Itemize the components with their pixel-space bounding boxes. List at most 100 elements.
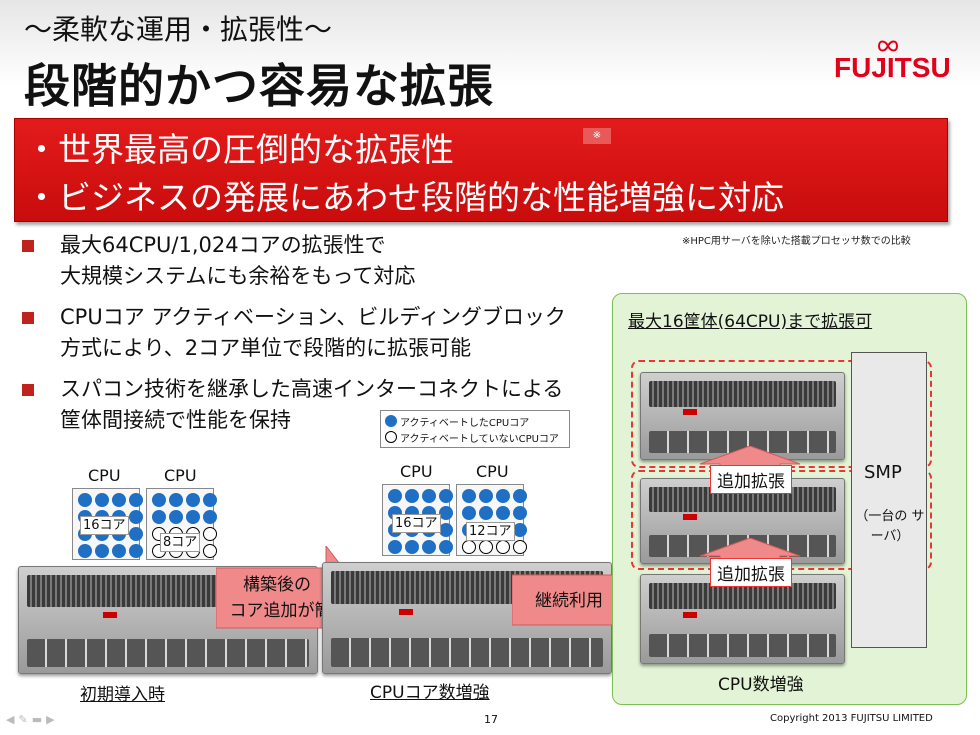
add-expansion-tag: 追加拡張 (710, 558, 792, 587)
activated-core-icon (479, 489, 493, 503)
menu-icon[interactable]: ▬ (31, 713, 47, 726)
bullet-text-line: 方式により、2コア単位で段階的に拡張可能 (60, 336, 472, 360)
bullet-text-line: 最大64CPU/1,024コアの拡張性で (60, 233, 386, 257)
infinity-icon (878, 40, 898, 52)
cpu-label: CPU (164, 466, 197, 485)
bullet-text-line: CPUコア アクティベーション、ビルディングブロック (60, 305, 566, 329)
stage2-caption: CPUコア数増強 (370, 683, 490, 703)
smp-title: SMP (864, 462, 902, 483)
stage1-caption: 初期導入時 (80, 685, 165, 705)
activated-core-icon (422, 540, 436, 554)
core-count-tag: 8コア (160, 533, 201, 552)
server-unit (640, 372, 845, 460)
activated-core-icon (388, 540, 402, 554)
expansion-title: 最大16筐体(64CPU)まで拡張可 (628, 312, 873, 332)
server-unit (640, 574, 845, 664)
bullet-item: 最大64CPU/1,024コアの拡張性で 大規模システムにも余裕をもって対応 (22, 230, 612, 292)
bullet-square-icon (22, 312, 34, 324)
copyright: Copyright 2013 FUJITSU LIMITED (770, 713, 933, 724)
activated-core-icon (129, 544, 143, 558)
cpu-core-grid (456, 484, 527, 556)
activated-core-icon (496, 489, 510, 503)
slide-title: 段階的かつ容易な拡張 (24, 59, 494, 113)
activated-core-icon (186, 510, 200, 524)
footnote: ※HPC用サーバを除いた搭載プロセッサ数での比較 (682, 236, 911, 247)
cpu-label: CPU (400, 462, 433, 481)
activated-core-icon (405, 540, 419, 554)
activated-core-icon (78, 493, 92, 507)
empty-core-icon (385, 431, 397, 443)
core-count-tag: 16コア (392, 514, 441, 533)
activated-core-icon (388, 489, 402, 503)
banner-note-mark: ※ (583, 128, 611, 144)
header-band (0, 0, 980, 122)
activated-core-icon (439, 489, 453, 503)
smp-box (851, 352, 927, 648)
inactive-core-icon (496, 540, 510, 554)
legend-label: アクティベートしたCPUコア (400, 417, 530, 429)
bullet-text-line: 筐体間接続で性能を保持 (60, 408, 291, 432)
pen-icon[interactable]: ✎ (18, 713, 32, 726)
filled-core-icon (385, 415, 397, 427)
activated-core-icon (129, 493, 143, 507)
core-count-tag: 12コア (466, 522, 515, 541)
bullet-text-line: 大規模システムにも余裕をもって対応 (60, 264, 416, 288)
bullet-item: スパコン技術を継承した高速インターコネクトによる 筐体間接続で性能を保持 (22, 374, 612, 436)
activated-core-icon (112, 544, 126, 558)
bullet-square-icon (22, 240, 34, 252)
arrow1-label-line1: 構築後の (243, 575, 311, 595)
fujitsu-logo: FUJITSU (834, 40, 951, 90)
activated-core-icon (479, 506, 493, 520)
activated-core-icon (169, 493, 183, 507)
arrow-left-icon[interactable]: ◀ (6, 713, 19, 726)
bullet-item: CPUコア アクティベーション、ビルディングブロック 方式により、2コア単位で段… (22, 302, 612, 364)
headline-banner: ・世界最高の圧倒的な拡張性 ※ ・ビジネスの発展にあわせ段階的な性能増強に対応 (14, 118, 948, 222)
activated-core-icon (439, 540, 453, 554)
activated-core-icon (95, 544, 109, 558)
activated-core-icon (203, 510, 217, 524)
activated-core-icon (129, 527, 143, 541)
cpu-label: CPU (88, 466, 121, 485)
bullet-text-line: スパコン技術を継承した高速インターコネクトによる (60, 377, 564, 401)
activated-core-icon (513, 489, 527, 503)
activated-core-icon (496, 506, 510, 520)
inactive-core-icon (203, 544, 217, 558)
legend-row-activated: アクティベートしたCPUコア (385, 413, 565, 429)
activated-core-icon (129, 510, 143, 524)
arrow2-label: 継続利用 (535, 591, 603, 611)
inactive-core-icon (462, 540, 476, 554)
banner-line-1: ・世界最高の圧倒的な拡張性 (25, 130, 454, 169)
activated-core-icon (203, 493, 217, 507)
banner-line-2: ・ビジネスの発展にあわせ段階的な性能増強に対応 (25, 178, 784, 217)
slide-nav-controls[interactable]: ◀✎▬▶ (6, 713, 59, 726)
activated-core-icon (422, 489, 436, 503)
stage3-caption: CPU数増強 (718, 675, 804, 695)
activated-core-icon (405, 489, 419, 503)
activated-core-icon (513, 506, 527, 520)
activated-core-icon (112, 493, 126, 507)
legend-label: アクティベートしていないCPUコア (400, 433, 559, 445)
activated-core-icon (152, 510, 166, 524)
inactive-core-icon (513, 540, 527, 554)
activated-core-icon (439, 506, 453, 520)
activated-core-icon (439, 523, 453, 537)
server-led (683, 611, 697, 618)
server-led (683, 514, 697, 521)
arrow1-label-line2: コア追加が簡単 (229, 601, 349, 621)
core-legend: アクティベートしたCPUコア アクティベートしていないCPUコア (380, 410, 570, 448)
inactive-core-icon (479, 540, 493, 554)
activated-core-icon (462, 489, 476, 503)
bullet-square-icon (22, 384, 34, 396)
server-led (103, 611, 117, 618)
add-expansion-tag: 追加拡張 (710, 465, 792, 494)
smp-subtitle: （一台の サーバ） (855, 509, 925, 544)
cpu-label: CPU (476, 462, 509, 481)
page-number: 17 (484, 713, 498, 726)
activated-core-icon (462, 506, 476, 520)
activated-core-icon (78, 544, 92, 558)
logo-wordmark: FUJITSU (834, 52, 951, 83)
activated-core-icon (513, 523, 527, 537)
legend-row-not-activated: アクティベートしていないCPUコア (385, 429, 565, 445)
server-led (399, 609, 413, 616)
arrow-right-icon[interactable]: ▶ (46, 713, 59, 726)
